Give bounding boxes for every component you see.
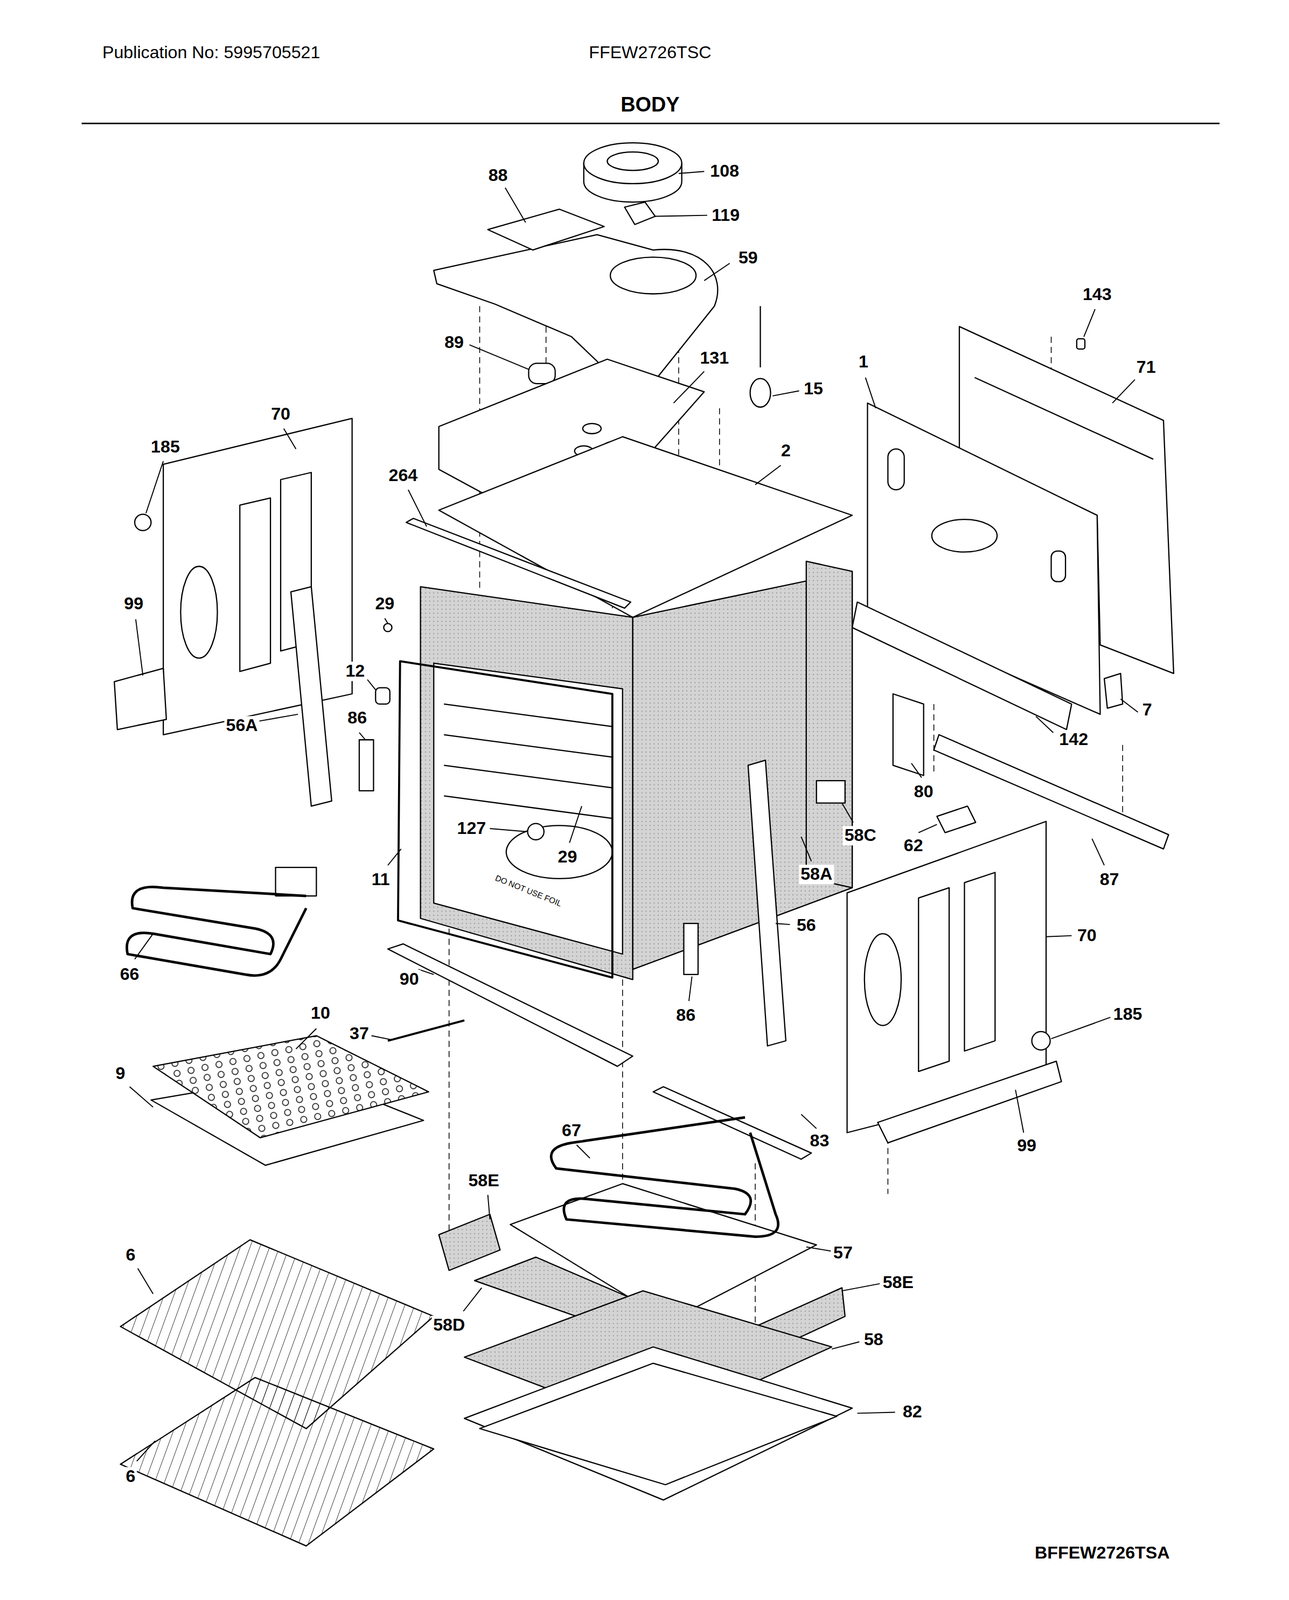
callout-number: 142 [1057, 730, 1090, 750]
callout-number: 70 [1075, 925, 1099, 945]
side-panels [114, 418, 1062, 1144]
callout-number: 82 [901, 1402, 924, 1422]
diagram-title: BODY [618, 93, 681, 117]
callout-number: 58E [881, 1272, 916, 1292]
callout-number: 10 [309, 1003, 332, 1023]
callout-number: 6 [124, 1466, 138, 1486]
annotation: FFEW2726TSC [587, 43, 713, 63]
callout-number: 89 [442, 333, 466, 353]
callout-number: 99 [1015, 1136, 1038, 1155]
annotation: BFFEW2726TSA [1033, 1543, 1172, 1563]
callout-number: 86 [674, 1005, 698, 1025]
callout-number: 15 [802, 379, 825, 399]
annotation: Publication No: 5995705521 [100, 43, 322, 63]
callout-number: 86 [345, 708, 369, 728]
callout-number: 58 [862, 1329, 886, 1349]
callout-number: 119 [709, 205, 742, 225]
oven-cavity [398, 561, 853, 980]
callout-number: 70 [269, 404, 292, 424]
callout-number: 58A [798, 865, 834, 884]
callout-number: 56 [795, 915, 818, 935]
leader-lines [129, 171, 1139, 1461]
back-panels [852, 326, 1174, 849]
callout-number: 80 [912, 782, 936, 801]
oven-racks [120, 1239, 435, 1546]
callout-number: 58C [842, 826, 879, 846]
callout-number: 2 [779, 441, 793, 461]
callout-number: 131 [698, 348, 731, 368]
callout-number: 99 [122, 594, 145, 614]
callout-number: 185 [149, 437, 182, 457]
broil-pan [150, 1035, 429, 1166]
callout-number: 56A [224, 715, 260, 735]
callout-number: 143 [1081, 285, 1114, 305]
callout-number: 29 [373, 594, 396, 614]
callout-number: 66 [118, 964, 142, 984]
callout-number: 127 [455, 818, 488, 838]
callout-number: 87 [1098, 869, 1121, 889]
callout-number: 90 [398, 970, 421, 989]
callout-number: 6 [124, 1245, 138, 1265]
callout-number: 67 [560, 1120, 583, 1140]
callout-number: 185 [1111, 1004, 1145, 1024]
callout-number: 59 [736, 248, 760, 268]
callout-number: 88 [486, 165, 510, 185]
top-plates [406, 305, 853, 618]
callout-number: 9 [114, 1063, 128, 1083]
header-rule [81, 122, 1221, 125]
callout-number: 1 [856, 352, 870, 372]
insulation [439, 1214, 853, 1500]
callout-number: 37 [347, 1023, 371, 1043]
callout-number: 62 [902, 836, 925, 856]
callout-number: 71 [1134, 357, 1158, 377]
callout-number: 12 [343, 662, 367, 681]
fan-motor [583, 142, 682, 225]
callout-number: 7 [1140, 700, 1154, 720]
callout-number: 108 [708, 161, 741, 181]
callout-number: 11 [370, 869, 392, 889]
callout-number: 264 [387, 465, 420, 485]
callout-number: 58E [466, 1171, 501, 1190]
callout-number: 29 [556, 847, 580, 867]
callout-number: 58D [431, 1315, 467, 1335]
callout-number: 83 [808, 1131, 832, 1151]
callout-number: 57 [831, 1243, 855, 1263]
blower-duct [433, 208, 718, 386]
broil-element [126, 867, 317, 976]
